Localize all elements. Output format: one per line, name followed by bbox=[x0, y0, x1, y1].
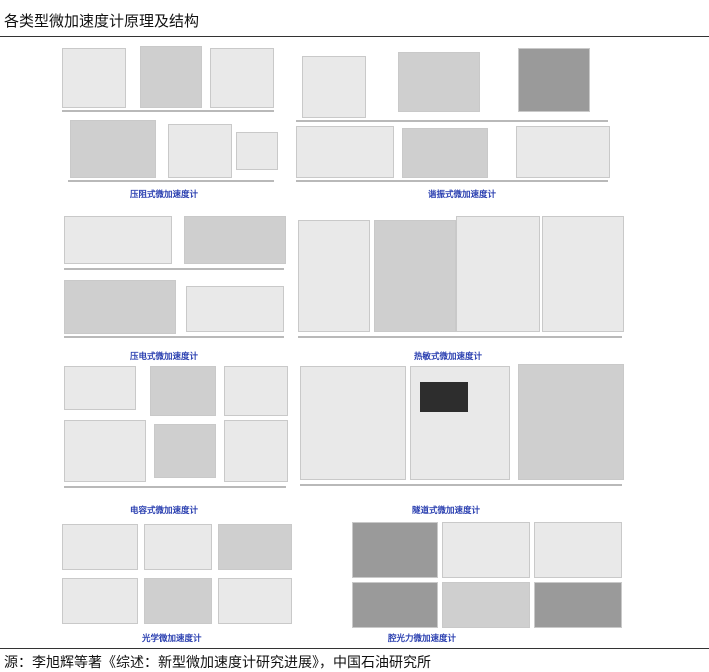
caption-line bbox=[64, 336, 284, 338]
figure-thumbnail bbox=[64, 366, 136, 410]
figure-thumbnail bbox=[542, 216, 624, 332]
caption-line bbox=[300, 484, 622, 486]
accelerometer-figure: 压阻式微加速度计 谐振式微加速度计 压电式微加速度计 热敏式微加速度计 bbox=[58, 42, 628, 644]
optomechanical-panel bbox=[348, 518, 624, 630]
caption-line bbox=[296, 180, 608, 182]
figure-thumbnail bbox=[534, 522, 622, 578]
figure-thumbnail bbox=[64, 420, 146, 482]
figure-thumbnail bbox=[154, 424, 216, 478]
figure-thumbnail bbox=[398, 52, 480, 112]
figure-thumbnail bbox=[224, 420, 288, 482]
figure-thumbnail bbox=[64, 216, 172, 264]
figure-thumbnail bbox=[534, 582, 622, 628]
caption-line bbox=[64, 268, 284, 270]
page-title: 各类型微加速度计原理及结构 bbox=[4, 12, 200, 30]
source-note: 源：李旭辉等著《综述：新型微加速度计研究进展》，中国石油研究所 bbox=[4, 655, 431, 671]
caption-line bbox=[298, 336, 622, 338]
resonant-panel bbox=[290, 42, 628, 202]
thermal-caption: 热敏式微加速度计 bbox=[414, 352, 483, 362]
title-divider bbox=[0, 36, 709, 37]
figure-thumbnail bbox=[374, 220, 456, 332]
figure-thumbnail bbox=[456, 216, 540, 332]
optomechanical-caption: 腔光力微加速度计 bbox=[388, 634, 457, 644]
tunneling-caption: 隧道式微加速度计 bbox=[412, 506, 481, 516]
figure-thumbnail bbox=[210, 48, 274, 108]
caption-line bbox=[62, 110, 274, 112]
figure-thumbnail bbox=[62, 524, 138, 570]
figure-thumbnail bbox=[140, 46, 202, 108]
caption-line bbox=[64, 486, 286, 488]
figure-thumbnail bbox=[442, 582, 530, 628]
optical-panel bbox=[58, 518, 294, 630]
source-divider bbox=[0, 648, 709, 649]
piezoelectric-panel bbox=[58, 210, 298, 350]
figure-thumbnail bbox=[70, 120, 156, 178]
figure-thumbnail bbox=[296, 126, 394, 178]
optical-caption: 光学微加速度计 bbox=[142, 634, 202, 644]
thermal-panel bbox=[294, 210, 628, 350]
piezoresistive-caption: 压阻式微加速度计 bbox=[130, 190, 199, 200]
piezoresistive-panel bbox=[58, 42, 288, 202]
figure-thumbnail bbox=[64, 280, 176, 334]
caption-line bbox=[296, 120, 608, 122]
caption-line bbox=[68, 180, 274, 182]
figure-thumbnail bbox=[352, 522, 438, 578]
piezoelectric-caption: 压电式微加速度计 bbox=[130, 352, 199, 362]
figure-thumbnail bbox=[300, 366, 406, 480]
figure-thumbnail bbox=[144, 578, 212, 624]
figure-thumbnail bbox=[184, 216, 286, 264]
figure-thumbnail bbox=[218, 578, 292, 624]
figure-thumbnail bbox=[150, 366, 216, 416]
figure-thumbnail bbox=[144, 524, 212, 570]
tunneling-panel bbox=[294, 362, 628, 502]
figure-thumbnail bbox=[518, 364, 624, 480]
figure-thumbnail bbox=[442, 522, 530, 578]
capacitive-caption: 电容式微加速度计 bbox=[130, 506, 199, 516]
figure-thumbnail bbox=[186, 286, 284, 332]
resonant-caption: 谐振式微加速度计 bbox=[428, 190, 497, 200]
figure-thumbnail bbox=[224, 366, 288, 416]
figure-thumbnail bbox=[62, 578, 138, 624]
figure-thumbnail bbox=[302, 56, 366, 118]
figure-thumbnail bbox=[518, 48, 590, 112]
shape bbox=[420, 382, 468, 412]
figure-thumbnail bbox=[168, 124, 232, 178]
figure-thumbnail bbox=[236, 132, 278, 170]
figure-thumbnail bbox=[62, 48, 126, 108]
figure-thumbnail bbox=[218, 524, 292, 570]
figure-thumbnail bbox=[298, 220, 370, 332]
capacitive-panel bbox=[58, 362, 294, 502]
figure-thumbnail bbox=[352, 582, 438, 628]
figure-thumbnail bbox=[516, 126, 610, 178]
figure-thumbnail bbox=[402, 128, 488, 178]
